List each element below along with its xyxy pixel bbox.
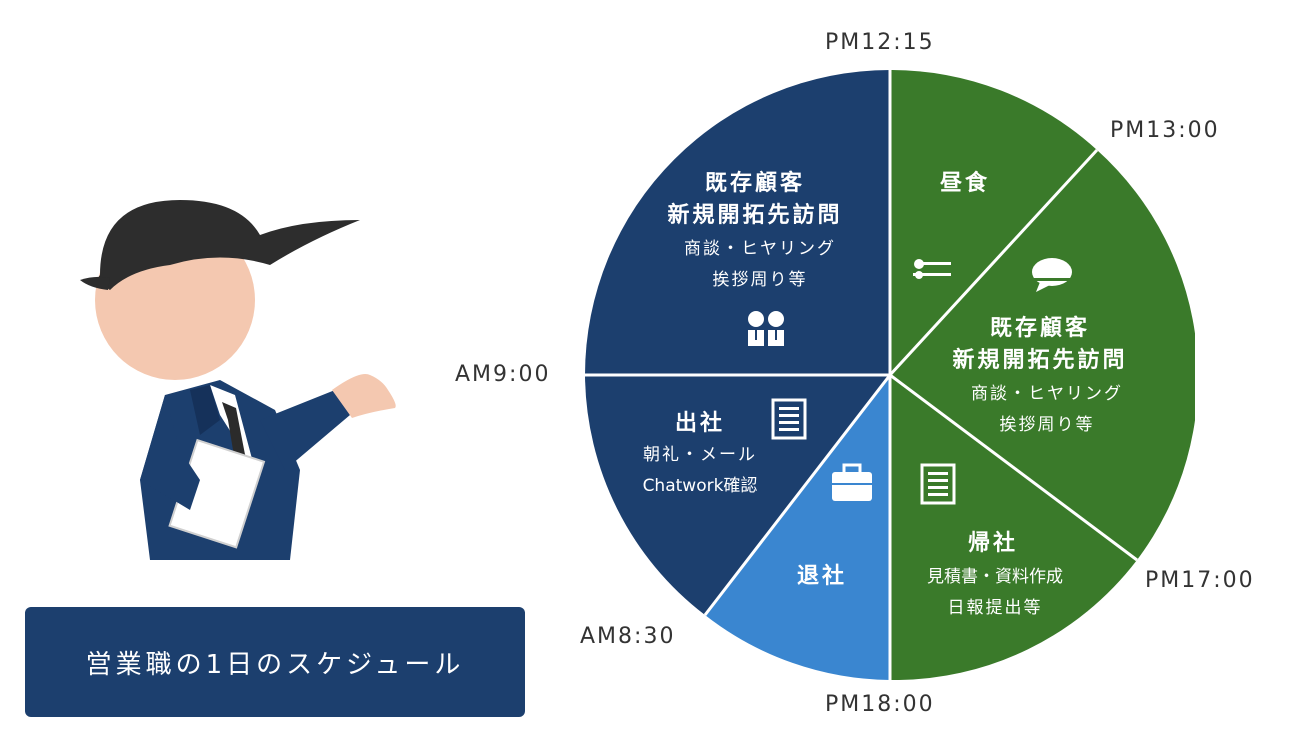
salesperson-illustration <box>80 200 396 560</box>
divider-line <box>703 374 892 616</box>
schedule-title-box: 営業職の1日のスケジュール <box>25 607 525 717</box>
segment-lunch <box>890 70 1097 375</box>
visit-pm-line4: 挨拶周り等 <box>1000 415 1095 435</box>
time-label-pm1700: PM17:00 <box>1145 568 1255 593</box>
time-label-pm1215: PM12:15 <box>825 30 935 55</box>
arrive-line1: 朝礼・メール <box>643 445 757 465</box>
time-label-am900: AM9:00 <box>455 362 551 387</box>
speech-bubble-icon <box>1032 258 1072 292</box>
return-line2: 日報提出等 <box>948 598 1043 618</box>
suit-arm-left <box>140 395 200 510</box>
segment-visit-pm <box>890 150 1195 560</box>
suit-lapel <box>190 385 220 435</box>
segment-return <box>890 375 1137 680</box>
time-label-am830: AM8:30 <box>580 624 676 649</box>
hand <box>332 374 396 418</box>
document-icon <box>920 463 956 505</box>
document-icon <box>771 398 807 440</box>
arrive-label: 出社 <box>675 410 725 436</box>
visit-pm-line1: 既存顧客 <box>990 315 1090 341</box>
visit-am-line1: 既存顧客 <box>705 170 805 196</box>
schedule-pie-diagram: 既存顧客 新規開拓先訪問 商談・ヒヤリング 挨拶周り等 出社 朝礼・メール Ch… <box>585 70 1195 680</box>
arrive-line2: Chatwork確認 <box>643 476 758 496</box>
return-label: 帰社 <box>968 530 1018 556</box>
time-label-pm1300: PM13:00 <box>1110 118 1220 143</box>
visit-pm-line2: 新規開拓先訪問 <box>952 347 1127 373</box>
segment-visit-am <box>585 70 890 375</box>
divider-line <box>889 373 1138 562</box>
segment-arrive <box>585 375 890 615</box>
hair <box>98 200 360 290</box>
people-icon <box>748 311 784 346</box>
time-label-pm1800: PM18:00 <box>825 692 935 717</box>
schedule-title: 営業職の1日のスケジュール <box>85 649 465 680</box>
cutlery-icon <box>913 259 951 279</box>
suit-arm-raised <box>260 390 350 470</box>
leave-label: 退社 <box>797 563 847 589</box>
lunch-label: 昼食 <box>940 170 990 196</box>
return-line1: 見積書・資料作成 <box>927 567 1063 587</box>
visit-am-line4: 挨拶周り等 <box>713 270 808 290</box>
divider-line <box>888 148 1099 377</box>
briefcase-icon <box>832 463 872 501</box>
visit-pm-line3: 商談・ヒヤリング <box>971 384 1123 404</box>
visit-am-line2: 新規開拓先訪問 <box>667 202 842 228</box>
visit-am-line3: 商談・ヒヤリング <box>684 239 836 259</box>
segment-leave <box>705 375 890 680</box>
